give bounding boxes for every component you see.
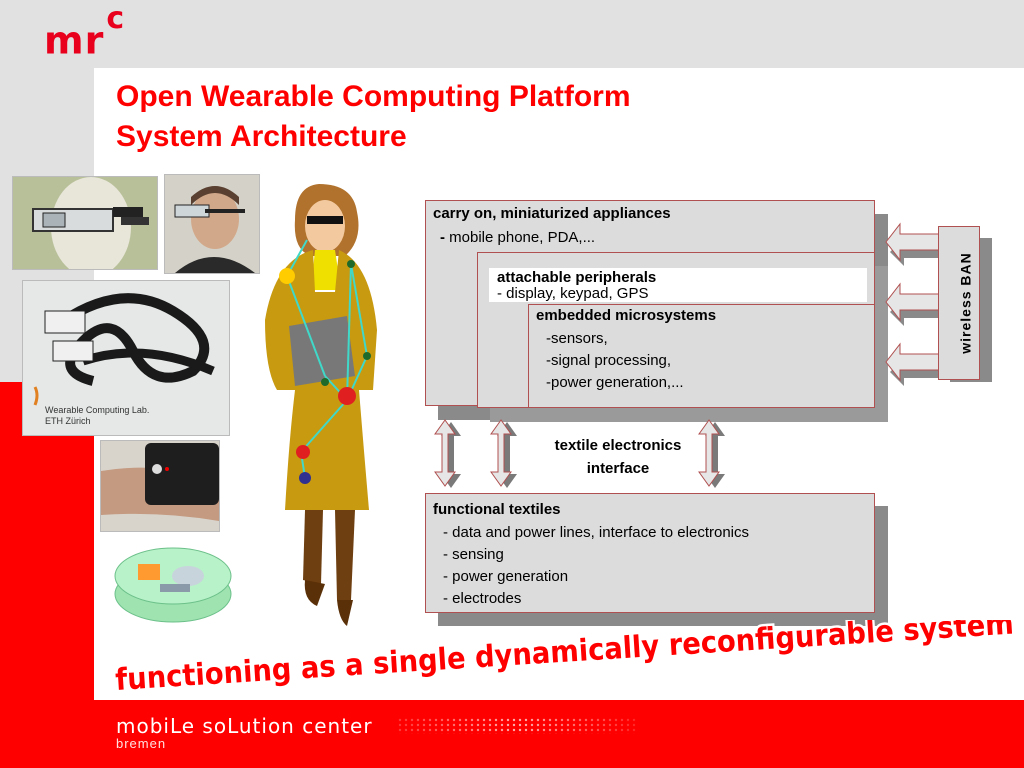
functional-textiles-box: [425, 493, 875, 613]
hmd-mannequin-photo: [12, 176, 158, 277]
slogan: functioning as a single dynamically reco…: [112, 604, 1022, 700]
title-line-2: System Architecture: [116, 120, 407, 153]
embedded-item-signal: -signal processing,: [546, 352, 672, 369]
functional-item-lines: - data and power lines, interface to ele…: [443, 524, 749, 541]
embedded-item-power: -power generation,...: [546, 374, 684, 391]
slogan-text: functioning as a single dynamically reco…: [114, 620, 1014, 698]
interface-arrow-2: [488, 418, 528, 490]
embedded-item-sensors: -sensors,: [546, 330, 608, 347]
carry-on-title: carry on, miniaturized appliances: [433, 205, 671, 222]
footer-bar: [0, 700, 1024, 768]
mrc-logo: mrc: [44, 1, 126, 63]
attachable-header-band: [489, 268, 867, 302]
functional-item-electrodes: - electrodes: [443, 590, 522, 607]
carry-on-item: - mobile phone, PDA,...: [440, 229, 596, 246]
man-with-hmd-photo: [164, 174, 260, 274]
attachable-title: attachable peripherals: [497, 269, 657, 286]
lab-caption: Wearable Computing Lab. ETH Zürich: [45, 405, 150, 426]
textile-interface-label: textile electronics interface: [554, 437, 682, 477]
attachable-item: - display, keypad, GPS: [497, 285, 649, 302]
functional-item-sensing: - sensing: [443, 546, 504, 563]
wearable-belt-photo: Wearable Computing Lab. ETH Zürich: [22, 280, 230, 436]
footer-city: bremen: [116, 736, 167, 751]
footer-brand: mobiLe soLution center: [116, 714, 373, 738]
interface-arrow-3: [696, 418, 736, 490]
footer-dot-pattern: [398, 718, 638, 734]
functional-item-power: - power generation: [443, 568, 569, 585]
microsystem-module-image: [108, 536, 238, 632]
wireless-ban-box: [938, 226, 980, 380]
interface-arrow-1: [432, 418, 472, 490]
embedded-title: embedded microsystems: [536, 307, 717, 324]
wearable-user-figure: [255, 180, 385, 632]
top-band: [0, 0, 1024, 68]
wireless-ban-label: wireless BAN: [958, 252, 975, 354]
title-line-1: Open Wearable Computing Platform: [116, 80, 631, 113]
functional-title: functional textiles: [433, 501, 561, 518]
ban-link-arrows: [882, 212, 944, 412]
embedded-microsystems-box: [528, 304, 875, 408]
wrist-device-photo: [100, 440, 220, 532]
